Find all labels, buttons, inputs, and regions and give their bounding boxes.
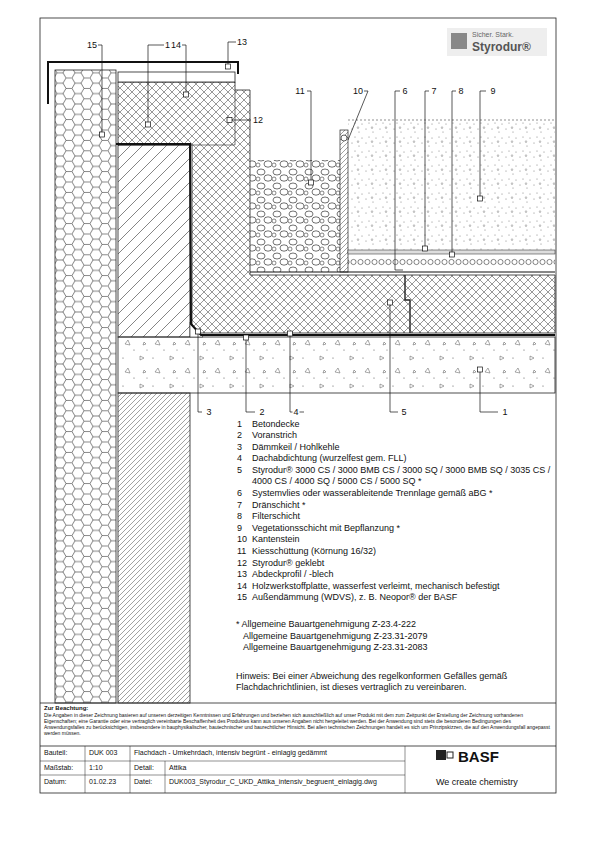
legend-text: Betondecke bbox=[252, 419, 552, 430]
company-slogan: We create chemistry bbox=[436, 777, 518, 788]
legend-text: Kantenstein bbox=[252, 534, 552, 545]
callout-number: 13 bbox=[236, 37, 248, 48]
field-label: Datum: bbox=[44, 778, 67, 786]
notice-heading: Zur Beachtung: bbox=[44, 705, 88, 712]
callout-number: 6 bbox=[401, 86, 408, 97]
legend-number: 11 bbox=[237, 546, 246, 557]
legend-text: Styrodur® geklebt bbox=[252, 558, 552, 569]
field-value: 1:10 bbox=[89, 764, 103, 772]
legend-text: Filterschicht bbox=[252, 511, 552, 522]
legend-number: 6 bbox=[237, 488, 242, 499]
legend-number: 15 bbox=[237, 592, 247, 603]
legend-number: 10 bbox=[237, 534, 247, 545]
legend-text: Kiesschüttung (Körnung 16/32) bbox=[252, 546, 552, 557]
legend-number: 7 bbox=[237, 500, 242, 511]
legend-text: Dränschicht * bbox=[252, 500, 552, 511]
legend-text: Holzwerkstoffplatte, wasserfest verleimt… bbox=[252, 581, 552, 592]
callout-number: 8 bbox=[457, 86, 464, 97]
legend-text: Außendämmung (WDVS), z. B. Neopor® der B… bbox=[252, 592, 552, 603]
callout-number: 11 bbox=[294, 86, 305, 97]
callout-number: 10 bbox=[352, 86, 364, 97]
legend-number: 8 bbox=[237, 511, 242, 522]
hint-note: Hinweis: Bei einer Abweichung des regelk… bbox=[236, 671, 536, 693]
field-value: 01.02.23 bbox=[89, 778, 116, 786]
legend-number: 12 bbox=[237, 558, 247, 569]
approval-note: * Allgemeine Bauartgenehmigung Z-23.4-22… bbox=[236, 619, 416, 630]
legend-number: 9 bbox=[237, 523, 242, 534]
callout-number: 3 bbox=[205, 407, 212, 418]
drawing-title: Flachdach - Umkehrdach, intensiv begrünt… bbox=[134, 749, 327, 757]
callout-number: 2 bbox=[258, 407, 265, 418]
legend-number: 3 bbox=[237, 442, 242, 453]
field-value: DUK003_Styrodur_C_UKD_Attika_intensiv_be… bbox=[169, 778, 377, 786]
callout-number: 5 bbox=[400, 407, 407, 418]
legend-number: 4 bbox=[237, 453, 242, 464]
field-label: Detail: bbox=[134, 764, 154, 772]
callout-number: 14 bbox=[170, 40, 182, 51]
callout-number: 1 bbox=[501, 407, 508, 418]
legend-number: 1 bbox=[237, 419, 242, 430]
legend-number: 14 bbox=[237, 581, 247, 592]
field-value: Attika bbox=[169, 764, 187, 772]
legend-number: 2 bbox=[237, 430, 242, 441]
legend-text: Systemvlies oder wasserableitende Trennl… bbox=[252, 488, 552, 499]
field-label: Maßstab: bbox=[44, 764, 73, 772]
legend-number: 5 bbox=[237, 465, 242, 476]
field-label: Datei: bbox=[134, 778, 152, 786]
callout-number: 15 bbox=[86, 40, 98, 51]
callout-number: 7 bbox=[430, 86, 437, 97]
callout-number: 4 bbox=[292, 407, 299, 418]
callout-number: 12 bbox=[252, 115, 264, 126]
brand-logo: Styrodur® bbox=[472, 40, 531, 54]
legend-text: Voranstrich bbox=[252, 430, 552, 441]
company-logo: BASF bbox=[458, 748, 499, 766]
legend-text: Dachabdichtung (wurzelfest gem. FLL) bbox=[252, 453, 552, 464]
legend-text: Dämmkeil / Hohlkehle bbox=[252, 442, 552, 453]
callout-number: 9 bbox=[489, 86, 496, 97]
legend-text: Abdeckprofil / -blech bbox=[252, 569, 552, 580]
legend-number: 13 bbox=[237, 569, 247, 580]
field-label: Bauteil: bbox=[44, 749, 67, 757]
approval-note: Allgemeine Bauartgenehmigung Z-23.31-207… bbox=[243, 631, 428, 642]
approval-note: Allgemeine Bauartgenehmigung Z-23.31-208… bbox=[243, 642, 428, 653]
legend-text: Styrodur® 3000 CS / 3000 BMB CS / 3000 S… bbox=[252, 465, 552, 487]
legend-text: Vegetationsschicht mit Bepflanzung * bbox=[252, 523, 552, 534]
brand-slogan: Sicher. Stark. bbox=[472, 31, 514, 39]
field-value: DUK 003 bbox=[89, 749, 117, 757]
notice-text: Die Angaben in dieser Zeichnung basieren… bbox=[44, 712, 552, 736]
